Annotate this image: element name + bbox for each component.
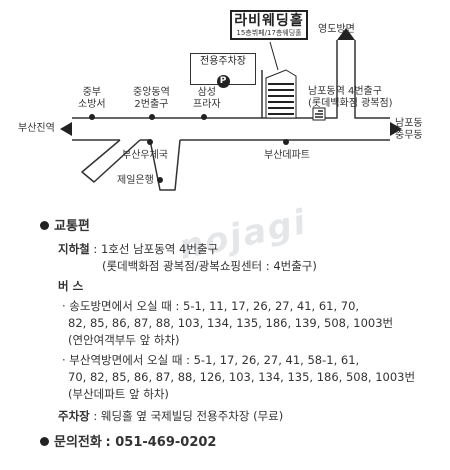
label-fire-station-line2: 소방서	[78, 99, 106, 110]
bus-key: 버 스	[58, 278, 83, 295]
bus-songdo-1: · 송도방면에서 오실 때 : 5-1, 11, 17, 26, 27, 41,…	[62, 299, 360, 313]
parking-row: 주차장 : 웨딩홀 옆 국제빌딩 전용주차장 (무료)	[58, 408, 283, 425]
parking-key: 주차장	[58, 409, 90, 423]
right-road-top-edge	[354, 40, 390, 119]
dot-busan-depart	[283, 139, 289, 145]
venue-sub: 15층뷔페/17층웨딩홀	[236, 29, 302, 37]
label-jeil-bank: 제일은행	[117, 175, 154, 186]
venue-name: 라비웨딩홀	[234, 13, 304, 29]
label-nampo-dong: 남포동 충무동	[395, 118, 423, 142]
subway-row: 지하철 : 1호선 남포동역 4번출구	[58, 242, 219, 256]
phone-number: : 051-469-0202	[105, 435, 217, 450]
label-post-office: 부산우체국	[122, 150, 168, 161]
label-nampo-exit: 남포동역 4번출구 (롯데백화점 광복점)	[308, 86, 393, 110]
dot-jeil-bank	[157, 177, 163, 183]
label-samsung-plaza-line1: 삼성	[197, 87, 216, 98]
building-icon	[265, 69, 297, 119]
bullet-icon	[40, 437, 49, 446]
label-yeongdo: 영도방면	[318, 24, 355, 35]
dot-post-office	[147, 139, 153, 145]
label-fire-station: 중부 소방서	[78, 87, 106, 111]
location-dots	[89, 114, 289, 183]
parking-text: : 웨딩홀 옆 국제빌딩 전용주차장 (무료)	[93, 409, 284, 423]
label-jungang-exit-line1: 중앙동역	[133, 87, 170, 98]
venue-box: 라비웨딩홀 15층뷔페/17층웨딩홀	[230, 10, 308, 40]
label-jungang-exit-line2: 2번출구	[134, 99, 169, 110]
phone-title: 문의전화	[54, 435, 102, 450]
subway-line1: 1호선 남포동역 4번출구	[100, 242, 219, 256]
diagonal-road-middle	[149, 139, 181, 191]
bus-busan-3: (부산데파트 앞 하차)	[68, 387, 169, 401]
label-nampo-exit-line2: (롯데백화점 광복점)	[308, 98, 393, 109]
arrow-right-icon	[390, 122, 402, 136]
bus-busan-2: 70, 82, 85, 86, 87, 88, 126, 103, 134, 1…	[68, 370, 416, 384]
label-nampo-exit-line1: 남포동역 4번출구	[308, 86, 382, 97]
parking-box: 전용주차장 P	[190, 53, 256, 88]
dot-samsung-plaza	[201, 114, 207, 120]
parking-label: 전용주차장	[200, 56, 246, 67]
dot-jungang-exit	[149, 114, 155, 120]
subway-key: 지하철	[58, 242, 90, 256]
bus-busan-1: · 부산역방면에서 오실 때 : 5-1, 17, 26, 27, 41, 58…	[62, 353, 360, 367]
parking-icon: P	[216, 75, 230, 88]
bus-songdo-2: 82, 85, 86, 87, 88, 103, 134, 135, 186, …	[68, 316, 394, 330]
diagonal-road-left	[81, 139, 141, 183]
venue-pointer	[269, 41, 279, 71]
label-nampo-dong-line2: 충무동	[395, 130, 423, 141]
label-jungang-exit: 중앙동역 2번출구	[133, 87, 170, 111]
label-busan-depart: 부산데파트	[264, 150, 310, 161]
label-busan-station: 부산진역	[18, 123, 55, 134]
transport-title: 교통편	[54, 219, 90, 234]
arrow-up-icon	[337, 28, 355, 40]
bus-key-label: 버 스	[58, 279, 84, 293]
label-fire-station-line1: 중부	[82, 87, 101, 98]
phone-row: 문의전화 : 051-469-0202	[40, 434, 216, 451]
location-map	[60, 28, 402, 191]
dot-fire-station	[89, 114, 95, 120]
label-samsung-plaza: 삼성 프라자	[193, 87, 221, 111]
transport-heading: 교통편	[40, 218, 90, 235]
bus-songdo-3: (연안여객부두 앞 하차)	[68, 333, 180, 347]
label-nampo-dong-line1: 남포동	[395, 118, 423, 129]
subway-line2: (롯데백화점 광복점/광복쇼핑센터 : 4번출구)	[102, 259, 317, 273]
main-road-top-edge	[72, 40, 338, 119]
road-outlines	[72, 40, 390, 191]
label-samsung-plaza-line2: 프라자	[193, 99, 221, 110]
bullet-icon	[40, 221, 49, 230]
subway-exit-icon	[312, 107, 326, 121]
arrow-left-icon	[60, 122, 72, 136]
